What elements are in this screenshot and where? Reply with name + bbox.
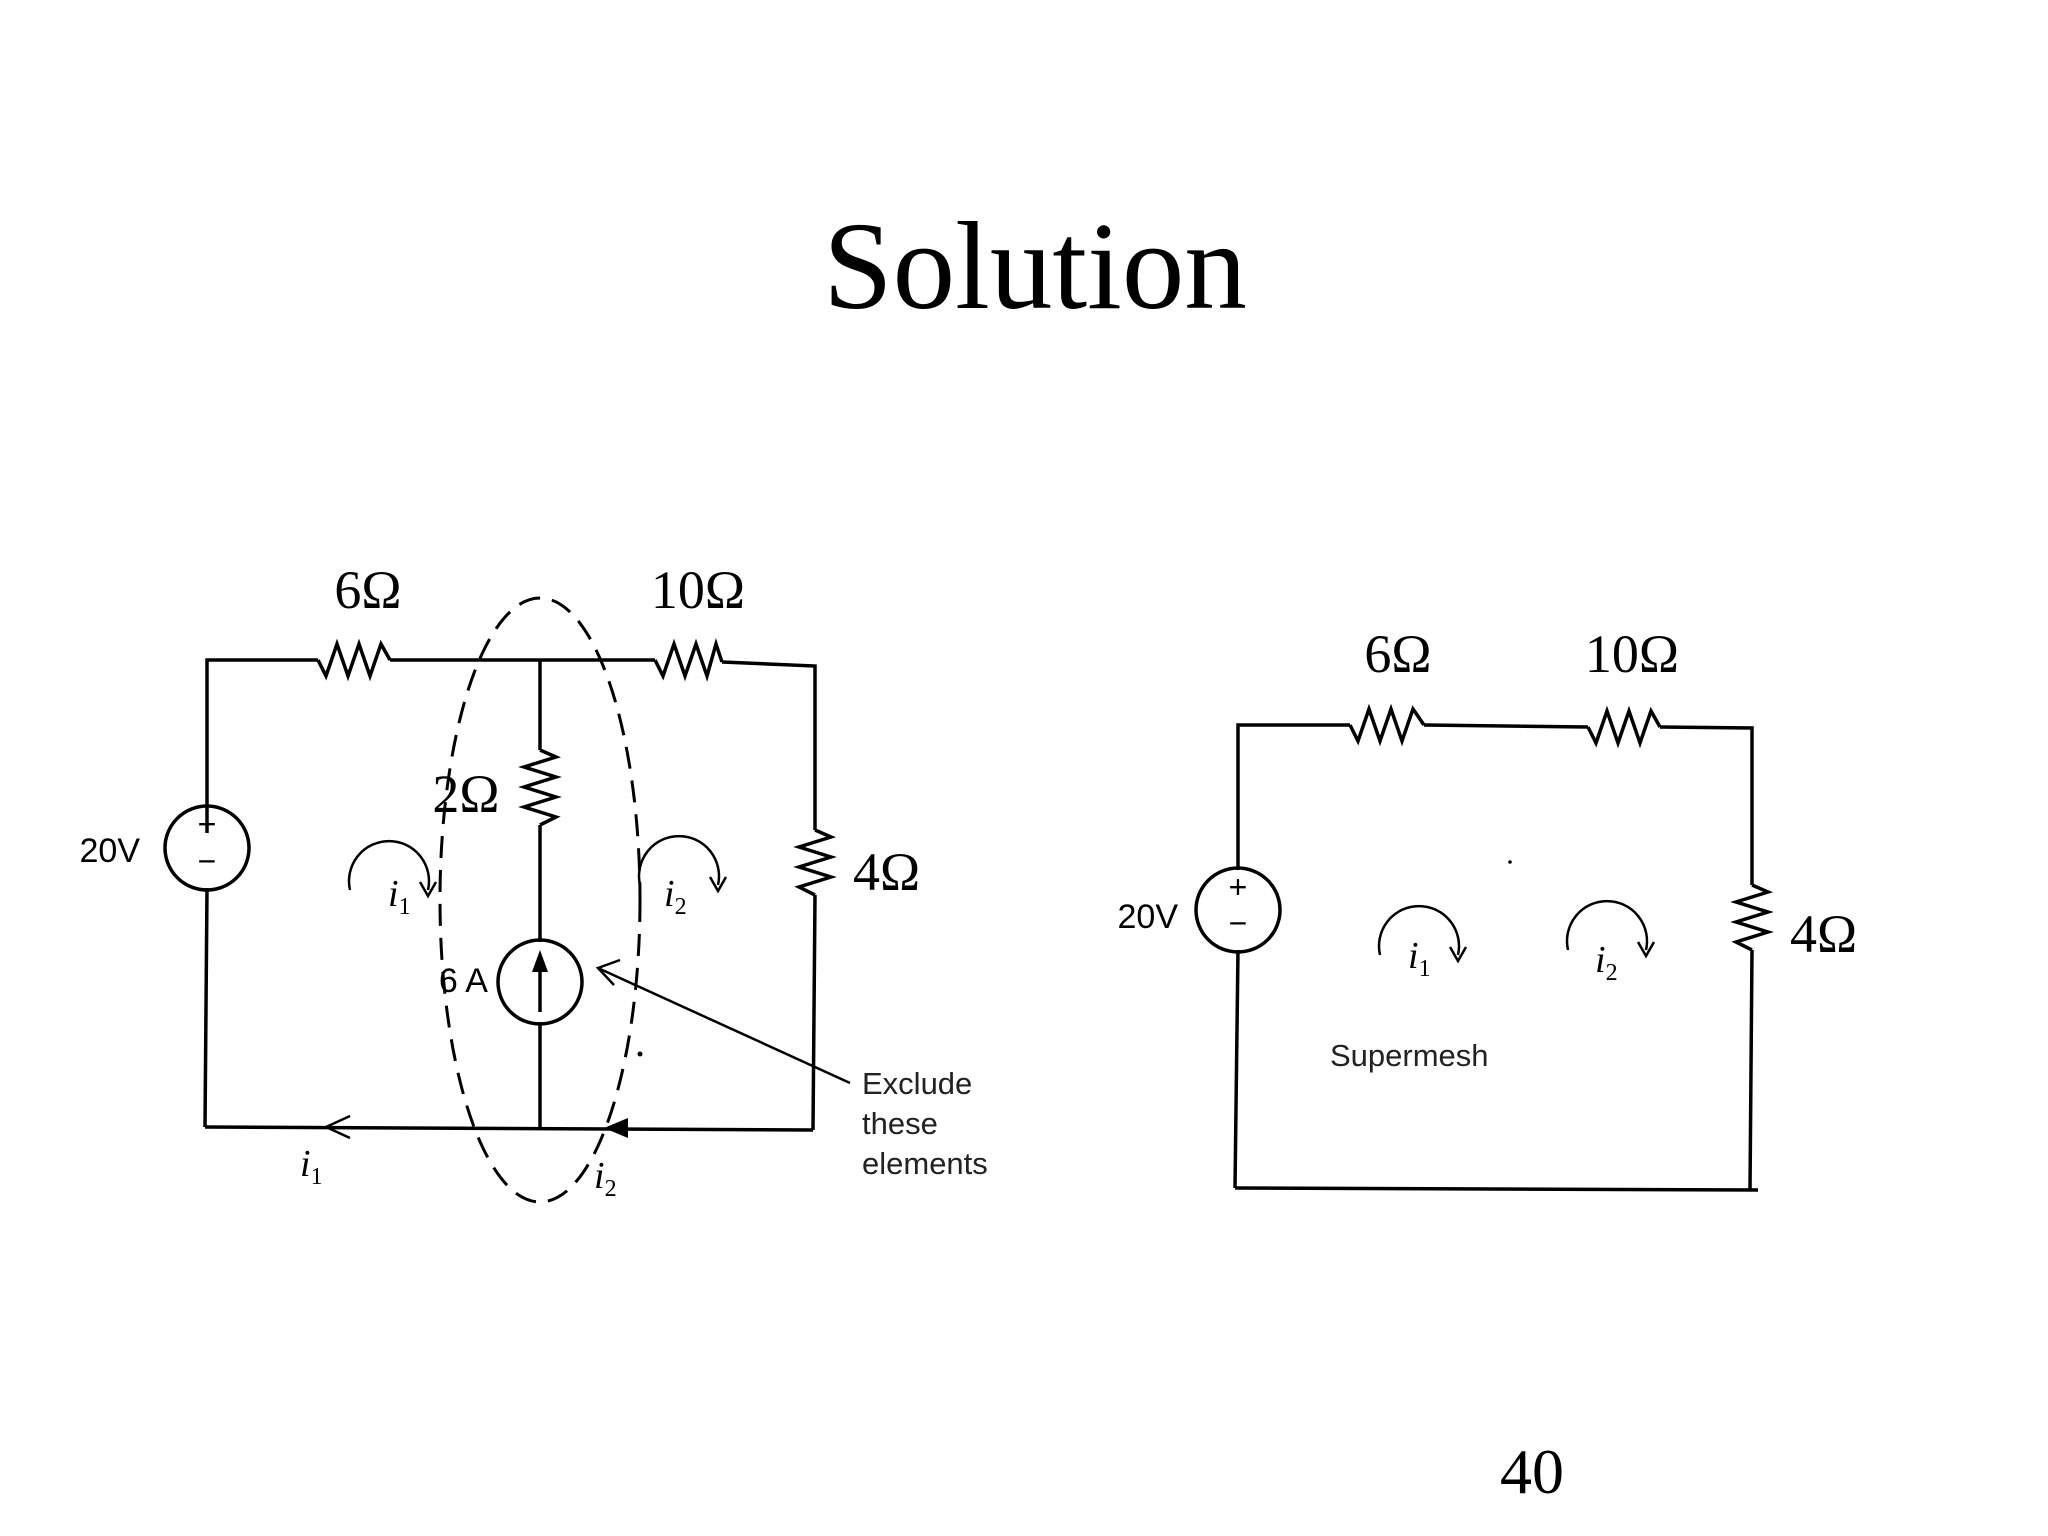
right-resistor-6ohm xyxy=(1348,703,1426,747)
left-resistor-2ohm xyxy=(518,748,562,827)
left-label-10ohm: 10Ω xyxy=(651,560,745,620)
exclude-annotation-arrowhead xyxy=(595,958,621,986)
left-stray-dot xyxy=(637,1051,643,1057)
right-wire-bottom xyxy=(1234,1186,1759,1192)
right-resistor-10ohm xyxy=(1586,705,1662,749)
left-bottom-i1-label: i1 xyxy=(300,1143,323,1190)
left-mesh-i2-label: i2 xyxy=(664,873,687,920)
exclude-annotation-line1: Exclude xyxy=(862,1066,972,1101)
left-resistor-10ohm xyxy=(653,638,724,682)
left-mesh-i2-arrow xyxy=(637,834,721,886)
left-current-source xyxy=(496,938,584,1026)
left-wire-top-right xyxy=(721,660,817,830)
right-label-10ohm: 10Ω xyxy=(1585,624,1679,684)
left-wire-bottom xyxy=(204,1125,814,1132)
left-mesh-i1-arrow xyxy=(347,839,431,891)
right-source-minus: − xyxy=(1229,905,1248,941)
right-resistor-4ohm xyxy=(1730,883,1774,952)
right-mesh-i2-label: i2 xyxy=(1595,939,1618,986)
right-voltage-source xyxy=(1194,866,1282,954)
right-label-20v: 20V xyxy=(1118,898,1179,936)
left-current-source-arrowhead xyxy=(532,950,548,972)
left-wire-source-bottom xyxy=(203,887,209,1128)
left-resistor-6ohm xyxy=(316,638,392,682)
left-source-minus: − xyxy=(198,843,217,879)
left-bottom-i1-arrow xyxy=(322,1114,351,1140)
left-bottom-i2-label: i2 xyxy=(594,1155,617,1202)
left-wire-right-lower xyxy=(811,894,817,1131)
left-circuit: + − 6Ω 10Ω 2Ω 4Ω 20V 6 A i1 i2 i1 i2 Exc… xyxy=(80,560,988,1204)
right-label-6ohm: 6Ω xyxy=(1364,624,1431,684)
excluded-region-ellipse xyxy=(438,596,642,1204)
right-source-plus: + xyxy=(1229,869,1248,905)
right-circuit: + − 6Ω 10Ω 4Ω 20V i1 i2 Supermesh xyxy=(1118,624,1857,1192)
left-label-2ohm: 2Ω xyxy=(432,764,499,824)
right-mesh-i2-arrow xyxy=(1565,899,1649,951)
left-mesh-i1-arrowhead xyxy=(418,881,438,899)
right-mesh-i1-label: i1 xyxy=(1408,935,1431,982)
right-wire-source-bottom xyxy=(1233,949,1240,1189)
page-number: 40 xyxy=(1500,1436,1564,1507)
left-bottom-i2-arrow xyxy=(604,1118,628,1138)
right-mesh-i1-arrowhead xyxy=(1448,946,1468,964)
left-wire-top-left xyxy=(205,658,318,833)
supermesh-label: Supermesh xyxy=(1330,1038,1489,1073)
left-label-4ohm: 4Ω xyxy=(853,842,920,902)
exclude-annotation-line2: these xyxy=(862,1106,938,1141)
left-resistor-4ohm xyxy=(793,828,837,897)
left-label-6ohm: 6Ω xyxy=(334,560,401,620)
left-source-plus: + xyxy=(198,806,217,842)
right-label-4ohm: 4Ω xyxy=(1790,904,1857,964)
right-wire-top-left xyxy=(1236,723,1350,870)
exclude-annotation-arrow xyxy=(597,966,851,1085)
right-wire-right-lower xyxy=(1748,949,1754,1191)
slide-title: Solution xyxy=(823,198,1247,336)
left-label-20v: 20V xyxy=(80,832,141,870)
right-mesh-i2-arrowhead xyxy=(1636,941,1656,959)
left-voltage-source xyxy=(163,804,251,892)
right-stray-dot xyxy=(1508,860,1512,864)
left-label-6a: 6 A xyxy=(439,962,488,1000)
left-mesh-i1-label: i1 xyxy=(388,873,411,920)
left-mesh-i2-arrowhead xyxy=(708,876,728,894)
exclude-annotation-line3: elements xyxy=(862,1146,988,1181)
right-wire-top-right xyxy=(1659,725,1754,885)
right-mesh-i1-arrow xyxy=(1377,904,1461,956)
right-wire-top-mid xyxy=(1423,723,1589,729)
